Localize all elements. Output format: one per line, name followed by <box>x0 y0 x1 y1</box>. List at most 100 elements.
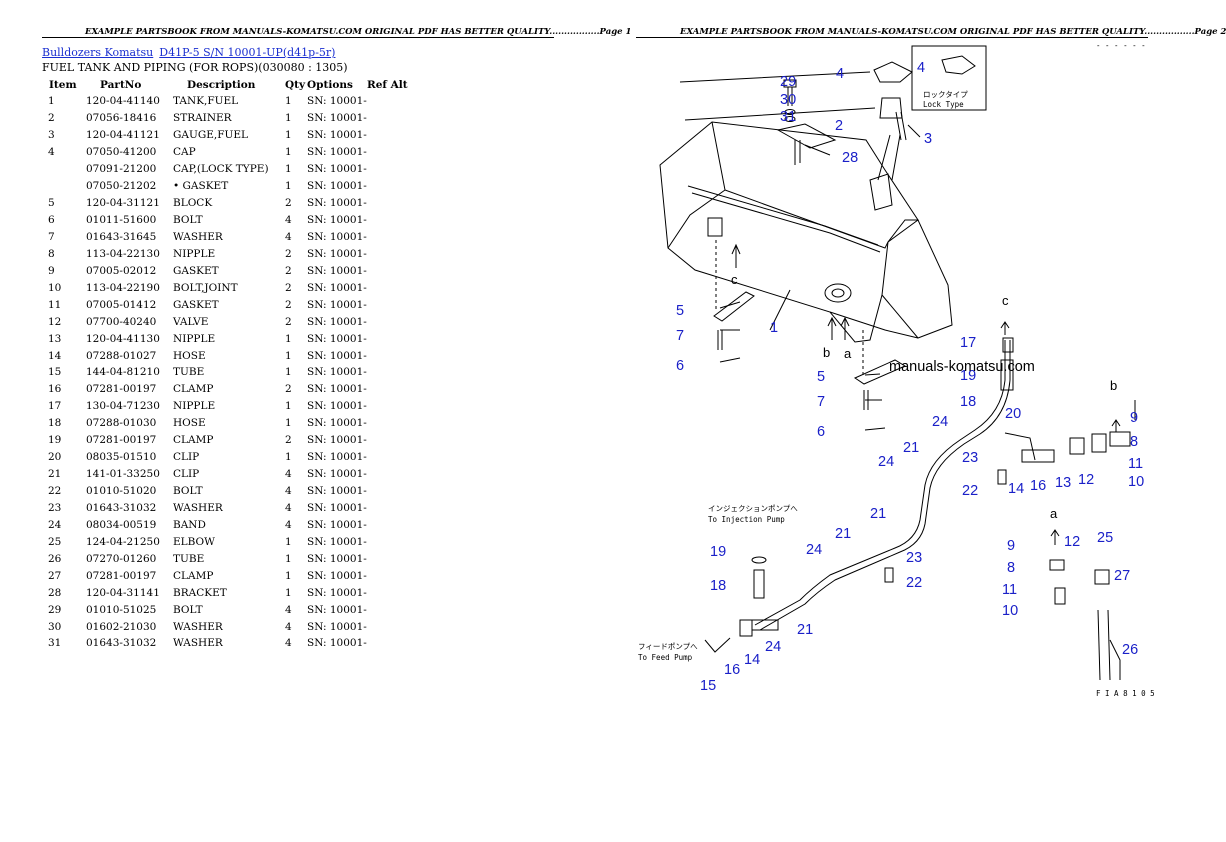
row-item: 21 <box>48 468 62 481</box>
row-partno: 120-04-31141 <box>86 586 160 599</box>
callout-5a: 5 <box>676 303 684 319</box>
callout-21b: 21 <box>870 506 886 522</box>
row-options: SN: 10001- <box>307 434 367 447</box>
row-description: CLAMP <box>173 383 214 396</box>
callout-19a: 19 <box>960 368 976 384</box>
row-description: BOLT <box>173 485 203 498</box>
row-qty: 2 <box>285 315 292 328</box>
row-item: 30 <box>48 620 62 633</box>
row-item: 15 <box>48 366 62 379</box>
row-item: 18 <box>48 417 62 430</box>
row-item: 20 <box>48 451 62 464</box>
row-item: 5 <box>48 197 55 210</box>
callout-7b: 7 <box>817 394 825 410</box>
row-qty: 2 <box>285 298 292 311</box>
row-options: SN: 10001- <box>307 620 367 633</box>
row-ref-alt <box>367 110 417 127</box>
row-partno: 08035-01510 <box>86 451 157 464</box>
row-partno: 07091-21200 <box>86 163 157 176</box>
callout-18b: 18 <box>710 578 726 594</box>
row-qty: 1 <box>285 95 292 108</box>
row-qty: 4 <box>285 603 292 616</box>
row-item: 26 <box>48 552 62 565</box>
row-description: NIPPLE <box>173 247 216 260</box>
row-options: SN: 10001- <box>307 383 367 396</box>
col-options: Options <box>307 79 353 91</box>
row-description: HOSE <box>173 349 206 362</box>
row-item: 2 <box>48 112 55 125</box>
row-options: SN: 10001- <box>307 417 367 430</box>
breadcrumb-link-model[interactable]: D41P-5 S/N 10001-UP(d41p-5r) <box>159 46 336 59</box>
lock-type-jp: ロックタイプ <box>923 90 968 99</box>
row-options: SN: 10001- <box>307 332 367 345</box>
row-item: 3 <box>48 129 55 142</box>
row-ref-alt <box>367 93 417 110</box>
feed-pump-jp: フィードポンプへ <box>638 642 698 651</box>
row-ref-alt <box>367 415 417 432</box>
row-description: CAP,(LOCK TYPE) <box>173 163 269 176</box>
callout-22a: 22 <box>962 483 978 499</box>
row-partno: 01643-31645 <box>86 230 157 243</box>
feed-pump-en: To Feed Pump <box>638 653 693 662</box>
row-partno: 141-01-33250 <box>86 468 160 481</box>
row-ref-alt <box>367 449 417 466</box>
row-qty: 4 <box>285 485 292 498</box>
row-qty: 2 <box>285 197 292 210</box>
callout-26: 26 <box>1122 642 1138 658</box>
row-item: 19 <box>48 434 62 447</box>
callout-13: 13 <box>1055 475 1071 491</box>
callout-23b: 23 <box>906 550 922 566</box>
letter-b-2: b <box>1110 378 1117 393</box>
callout-6a: 6 <box>676 358 684 374</box>
row-partno: 01011-51600 <box>86 214 157 227</box>
breadcrumb: Bulldozers Komatsu D41P-5 S/N 10001-UP(d4… <box>42 46 335 59</box>
callout-24c: 24 <box>806 542 822 558</box>
breadcrumb-link-category[interactable]: Bulldozers Komatsu <box>42 46 154 59</box>
callout-4-lock: 4 <box>917 60 925 76</box>
row-ref-alt <box>367 347 417 364</box>
row-ref-alt <box>367 229 417 246</box>
row-item: 24 <box>48 518 62 531</box>
parts-table: Item PartNo Description Qty Options Ref … <box>42 77 417 652</box>
callout-7a: 7 <box>676 328 684 344</box>
row-qty: 1 <box>285 163 292 176</box>
callout-2: 2 <box>835 118 843 134</box>
callout-23a: 23 <box>962 450 978 466</box>
row-qty: 1 <box>285 417 292 430</box>
row-qty: 1 <box>285 332 292 345</box>
col-qty: Qty <box>285 79 306 91</box>
row-partno: 07281-00197 <box>86 569 157 582</box>
callout-15: 15 <box>700 678 716 694</box>
row-ref-alt <box>367 330 417 347</box>
row-ref-alt <box>367 483 417 500</box>
col-partno: PartNo <box>100 79 142 91</box>
parts-diagram: 29 30 31 4 4 2 3 28 5 7 6 1 5 7 6 17 19 … <box>638 41 1155 698</box>
row-partno: 07050-21202 <box>86 180 157 193</box>
row-options: SN: 10001- <box>307 214 367 227</box>
row-qty: 4 <box>285 620 292 633</box>
row-item: 14 <box>48 349 62 362</box>
row-ref-alt <box>367 262 417 279</box>
callout-25: 25 <box>1097 530 1113 546</box>
letter-c-2: c <box>1002 293 1009 308</box>
row-item: 23 <box>48 501 62 514</box>
row-ref-alt <box>367 144 417 161</box>
callout-1: 1 <box>770 320 778 336</box>
row-partno: 07281-00197 <box>86 383 157 396</box>
row-ref-alt <box>367 364 417 381</box>
callout-21d: 21 <box>797 622 813 638</box>
row-ref-alt <box>367 398 417 415</box>
row-description: VALVE <box>173 315 209 328</box>
callout-19b: 19 <box>710 544 726 560</box>
